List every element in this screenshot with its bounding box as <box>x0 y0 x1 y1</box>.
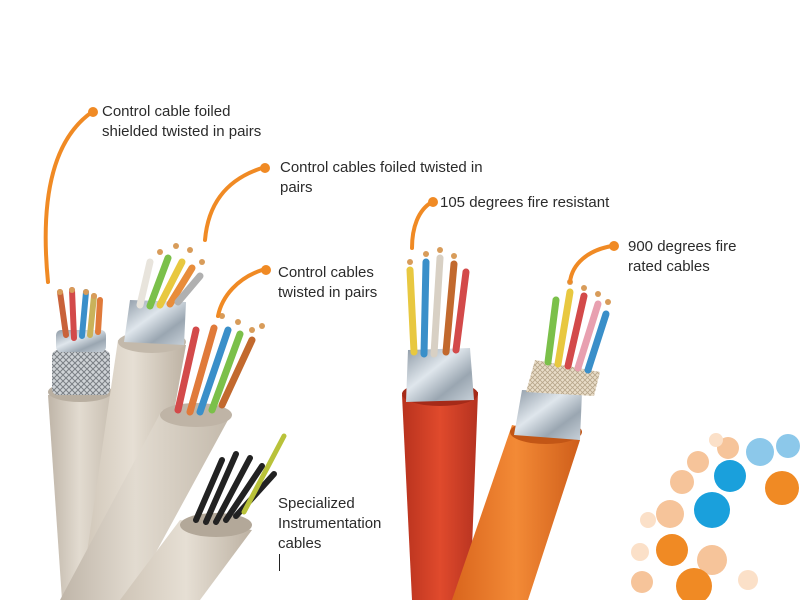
label-fire-105: 105 degrees fire resistant <box>440 193 609 213</box>
label-twisted-pairs: Control cables twisted in pairs <box>278 263 377 303</box>
label-line: Control cables <box>278 264 374 281</box>
label-line: Specialized <box>278 495 355 512</box>
text-cursor <box>279 554 280 571</box>
label-line: shielded twisted in pairs <box>102 123 262 140</box>
cable-fire-resistant-105 <box>402 247 478 600</box>
cable-foiled-shielded <box>48 287 118 600</box>
label-line: Control cables foiled twisted in <box>280 159 483 176</box>
label-line: Instrumentation <box>278 515 382 532</box>
cable-fire-rated-900 <box>452 279 611 600</box>
callout-dots <box>88 107 619 275</box>
label-line: 900 degrees fire <box>628 238 737 255</box>
label-line: twisted in pairs <box>278 284 378 301</box>
label-line: rated cables <box>628 258 710 275</box>
callout-lines <box>43 110 614 318</box>
label-line: pairs <box>280 179 313 196</box>
cable-twisted-pairs <box>60 313 265 600</box>
label-foiled-twisted-pairs: Control cables foiled twisted in pairs <box>280 158 483 198</box>
label-foiled-shielded-pairs: Control cable foiled shielded twisted in… <box>102 102 261 142</box>
label-line: 105 degrees fire resistant <box>440 194 610 211</box>
label-line: Control cable foiled <box>102 103 231 120</box>
label-line: cables <box>278 535 322 552</box>
cable-instrumentation <box>120 433 287 600</box>
decorative-dot-pattern <box>631 433 800 600</box>
label-fire-900: 900 degrees fire rated cables <box>628 237 736 277</box>
label-instrumentation: Specialized Instrumentation cables <box>278 494 381 571</box>
label-line-last: cables <box>278 534 381 571</box>
